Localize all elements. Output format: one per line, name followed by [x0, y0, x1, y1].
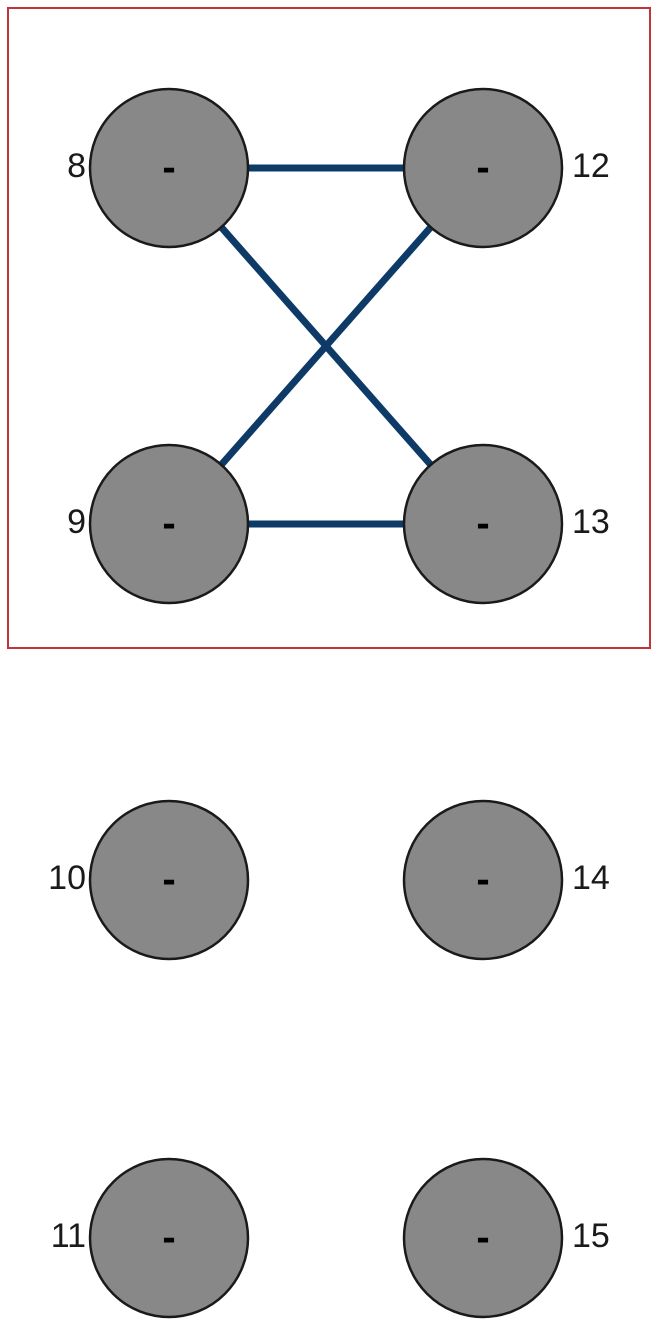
node-9: -9 — [67, 443, 250, 605]
node-14: - 14 — [402, 799, 610, 961]
node-circle — [88, 799, 250, 961]
node-sign: - — [476, 502, 489, 546]
node-label: 9 — [67, 503, 86, 541]
node-sign: - — [162, 1216, 175, 1260]
node-circle — [88, 1157, 250, 1319]
node-8: -8 — [67, 87, 250, 249]
node-sign: - — [162, 858, 175, 902]
node-circle — [402, 443, 564, 605]
node-label: 13 — [572, 503, 610, 541]
node-sign: - — [476, 1216, 489, 1260]
node-10: - 10 — [48, 799, 250, 961]
node-sign: - — [162, 502, 175, 546]
node-11: - 11 — [51, 1157, 250, 1319]
node-circle — [402, 799, 564, 961]
highlight-box — [7, 7, 651, 649]
edges-layer — [218, 164, 434, 528]
node-circle — [88, 443, 250, 605]
node-label: 12 — [572, 147, 610, 185]
node-label: 15 — [572, 1217, 610, 1255]
node-15: - 15 — [402, 1157, 610, 1319]
node-sign: - — [162, 146, 175, 190]
node-sign: - — [476, 858, 489, 902]
node-circle — [402, 1157, 564, 1319]
nodes-layer: -8-9-10-11-12-13-14-15 — [48, 87, 610, 1319]
node-label: 8 — [67, 147, 86, 185]
edge-9-12 — [218, 224, 434, 468]
node-label: 11 — [51, 1217, 86, 1255]
node-label: 14 — [572, 859, 610, 897]
node-13: - 13 — [402, 443, 610, 605]
node-circle — [88, 87, 250, 249]
node-sign: - — [476, 146, 489, 190]
node-12: - 12 — [402, 87, 610, 249]
node-label: 10 — [48, 859, 86, 897]
node-circle — [402, 87, 564, 249]
